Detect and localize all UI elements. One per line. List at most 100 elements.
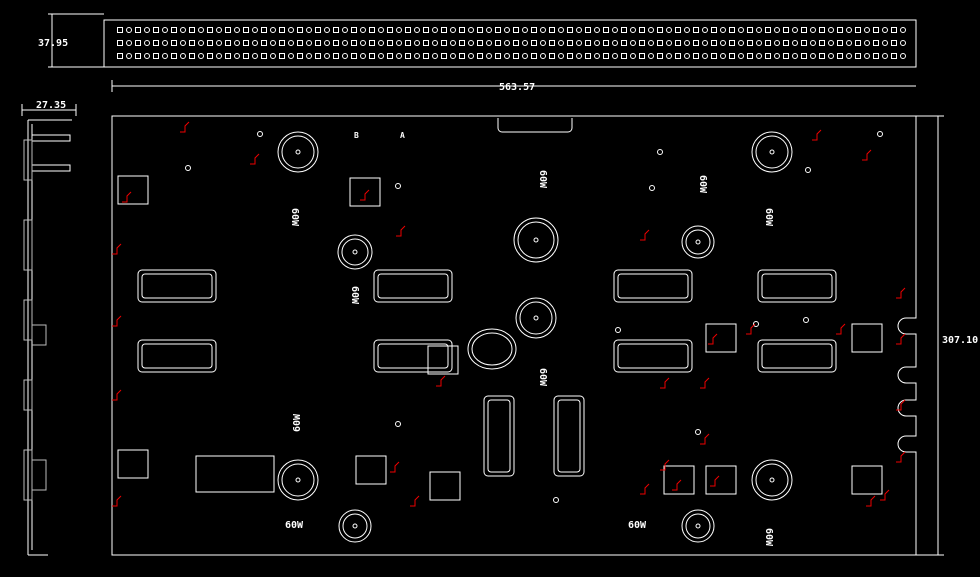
- vent-hole: [738, 53, 744, 59]
- vent-hole: [198, 53, 204, 59]
- vent-hole: [729, 27, 735, 33]
- vent-hole: [594, 40, 600, 46]
- relay-body: [617, 273, 689, 299]
- pin-label-a: A: [400, 131, 405, 140]
- via: [805, 167, 811, 173]
- via: [615, 327, 621, 333]
- vent-hole: [117, 53, 123, 59]
- vent-hole: [648, 53, 654, 59]
- relay-body: [141, 343, 213, 369]
- vent-hole: [387, 53, 393, 59]
- vent-hole: [162, 40, 168, 46]
- relay-outline: [757, 269, 837, 303]
- connector-module: [427, 345, 459, 375]
- vent-hole: [279, 27, 285, 33]
- vent-hole: [576, 53, 582, 59]
- vent-hole: [450, 40, 456, 46]
- vent-hole: [360, 40, 366, 46]
- vent-hole: [261, 40, 267, 46]
- connector-module: [663, 465, 695, 495]
- vent-hole: [837, 40, 843, 46]
- relay-body: [617, 343, 689, 369]
- vent-hole: [558, 53, 564, 59]
- relay-outline: [613, 269, 693, 303]
- capacitor-pin: [352, 249, 358, 255]
- vent-hole: [270, 53, 276, 59]
- vent-hole: [711, 27, 717, 33]
- toroid-inner: [471, 332, 513, 366]
- vent-hole: [396, 27, 402, 33]
- power-label: 60W: [289, 208, 300, 227]
- vent-hole: [558, 27, 564, 33]
- vent-hole: [792, 40, 798, 46]
- vent-hole: [693, 53, 699, 59]
- vent-hole: [567, 27, 573, 33]
- vent-hole: [459, 53, 465, 59]
- vent-hole: [216, 40, 222, 46]
- marker-flag: [896, 399, 906, 411]
- vent-hole: [864, 27, 870, 33]
- vent-hole: [513, 53, 519, 59]
- vent-hole: [684, 53, 690, 59]
- marker-flag: [896, 333, 906, 345]
- vent-hole: [441, 27, 447, 33]
- vent-hole: [774, 40, 780, 46]
- vent-hole: [603, 53, 609, 59]
- dim-board-height: 307.10: [942, 335, 978, 346]
- vent-hole: [450, 27, 456, 33]
- marker-flag: [896, 287, 906, 299]
- vent-hole: [342, 53, 348, 59]
- capacitor-outline: [513, 217, 559, 263]
- connector-module: [117, 449, 149, 479]
- via: [803, 317, 809, 323]
- marker-flag: [640, 229, 650, 241]
- vent-hole: [567, 40, 573, 46]
- power-label: 60W: [537, 170, 548, 189]
- via: [553, 497, 559, 503]
- resistor-body: [557, 399, 581, 473]
- vent-hole: [747, 53, 753, 59]
- vent-hole: [567, 53, 573, 59]
- vent-hole: [297, 40, 303, 46]
- marker-flag: [812, 129, 822, 141]
- vent-hole: [423, 53, 429, 59]
- vent-hole: [522, 40, 528, 46]
- vent-hole: [684, 40, 690, 46]
- vent-hole: [855, 27, 861, 33]
- vent-hole: [369, 40, 375, 46]
- capacitor-pin: [533, 315, 539, 321]
- vent-hole: [774, 27, 780, 33]
- vent-hole: [351, 53, 357, 59]
- vent-hole: [504, 40, 510, 46]
- vent-hole: [297, 27, 303, 33]
- vent-hole: [594, 53, 600, 59]
- marker-flag: [122, 191, 132, 203]
- capacitor-pin: [695, 239, 701, 245]
- vent-hole: [468, 27, 474, 33]
- vent-hole: [135, 40, 141, 46]
- vent-hole: [495, 53, 501, 59]
- vent-hole: [459, 40, 465, 46]
- capacitor-body: [517, 221, 555, 259]
- vent-hole: [405, 27, 411, 33]
- vent-hole: [162, 27, 168, 33]
- vent-hole: [468, 53, 474, 59]
- vent-hole: [153, 27, 159, 33]
- vent-hole: [144, 27, 150, 33]
- vent-hole: [657, 53, 663, 59]
- vent-hole: [198, 40, 204, 46]
- vent-hole: [261, 53, 267, 59]
- capacitor-outline: [751, 131, 793, 173]
- vent-hole: [531, 53, 537, 59]
- capacitor-pin: [295, 149, 301, 155]
- vent-hole: [387, 40, 393, 46]
- capacitor-outline: [681, 509, 715, 543]
- vent-hole: [711, 40, 717, 46]
- vent-hole: [549, 40, 555, 46]
- vent-hole: [603, 40, 609, 46]
- vent-hole: [792, 53, 798, 59]
- marker-flag: [250, 153, 260, 165]
- dim-top-height: 37.95: [38, 38, 68, 49]
- vent-hole: [765, 27, 771, 33]
